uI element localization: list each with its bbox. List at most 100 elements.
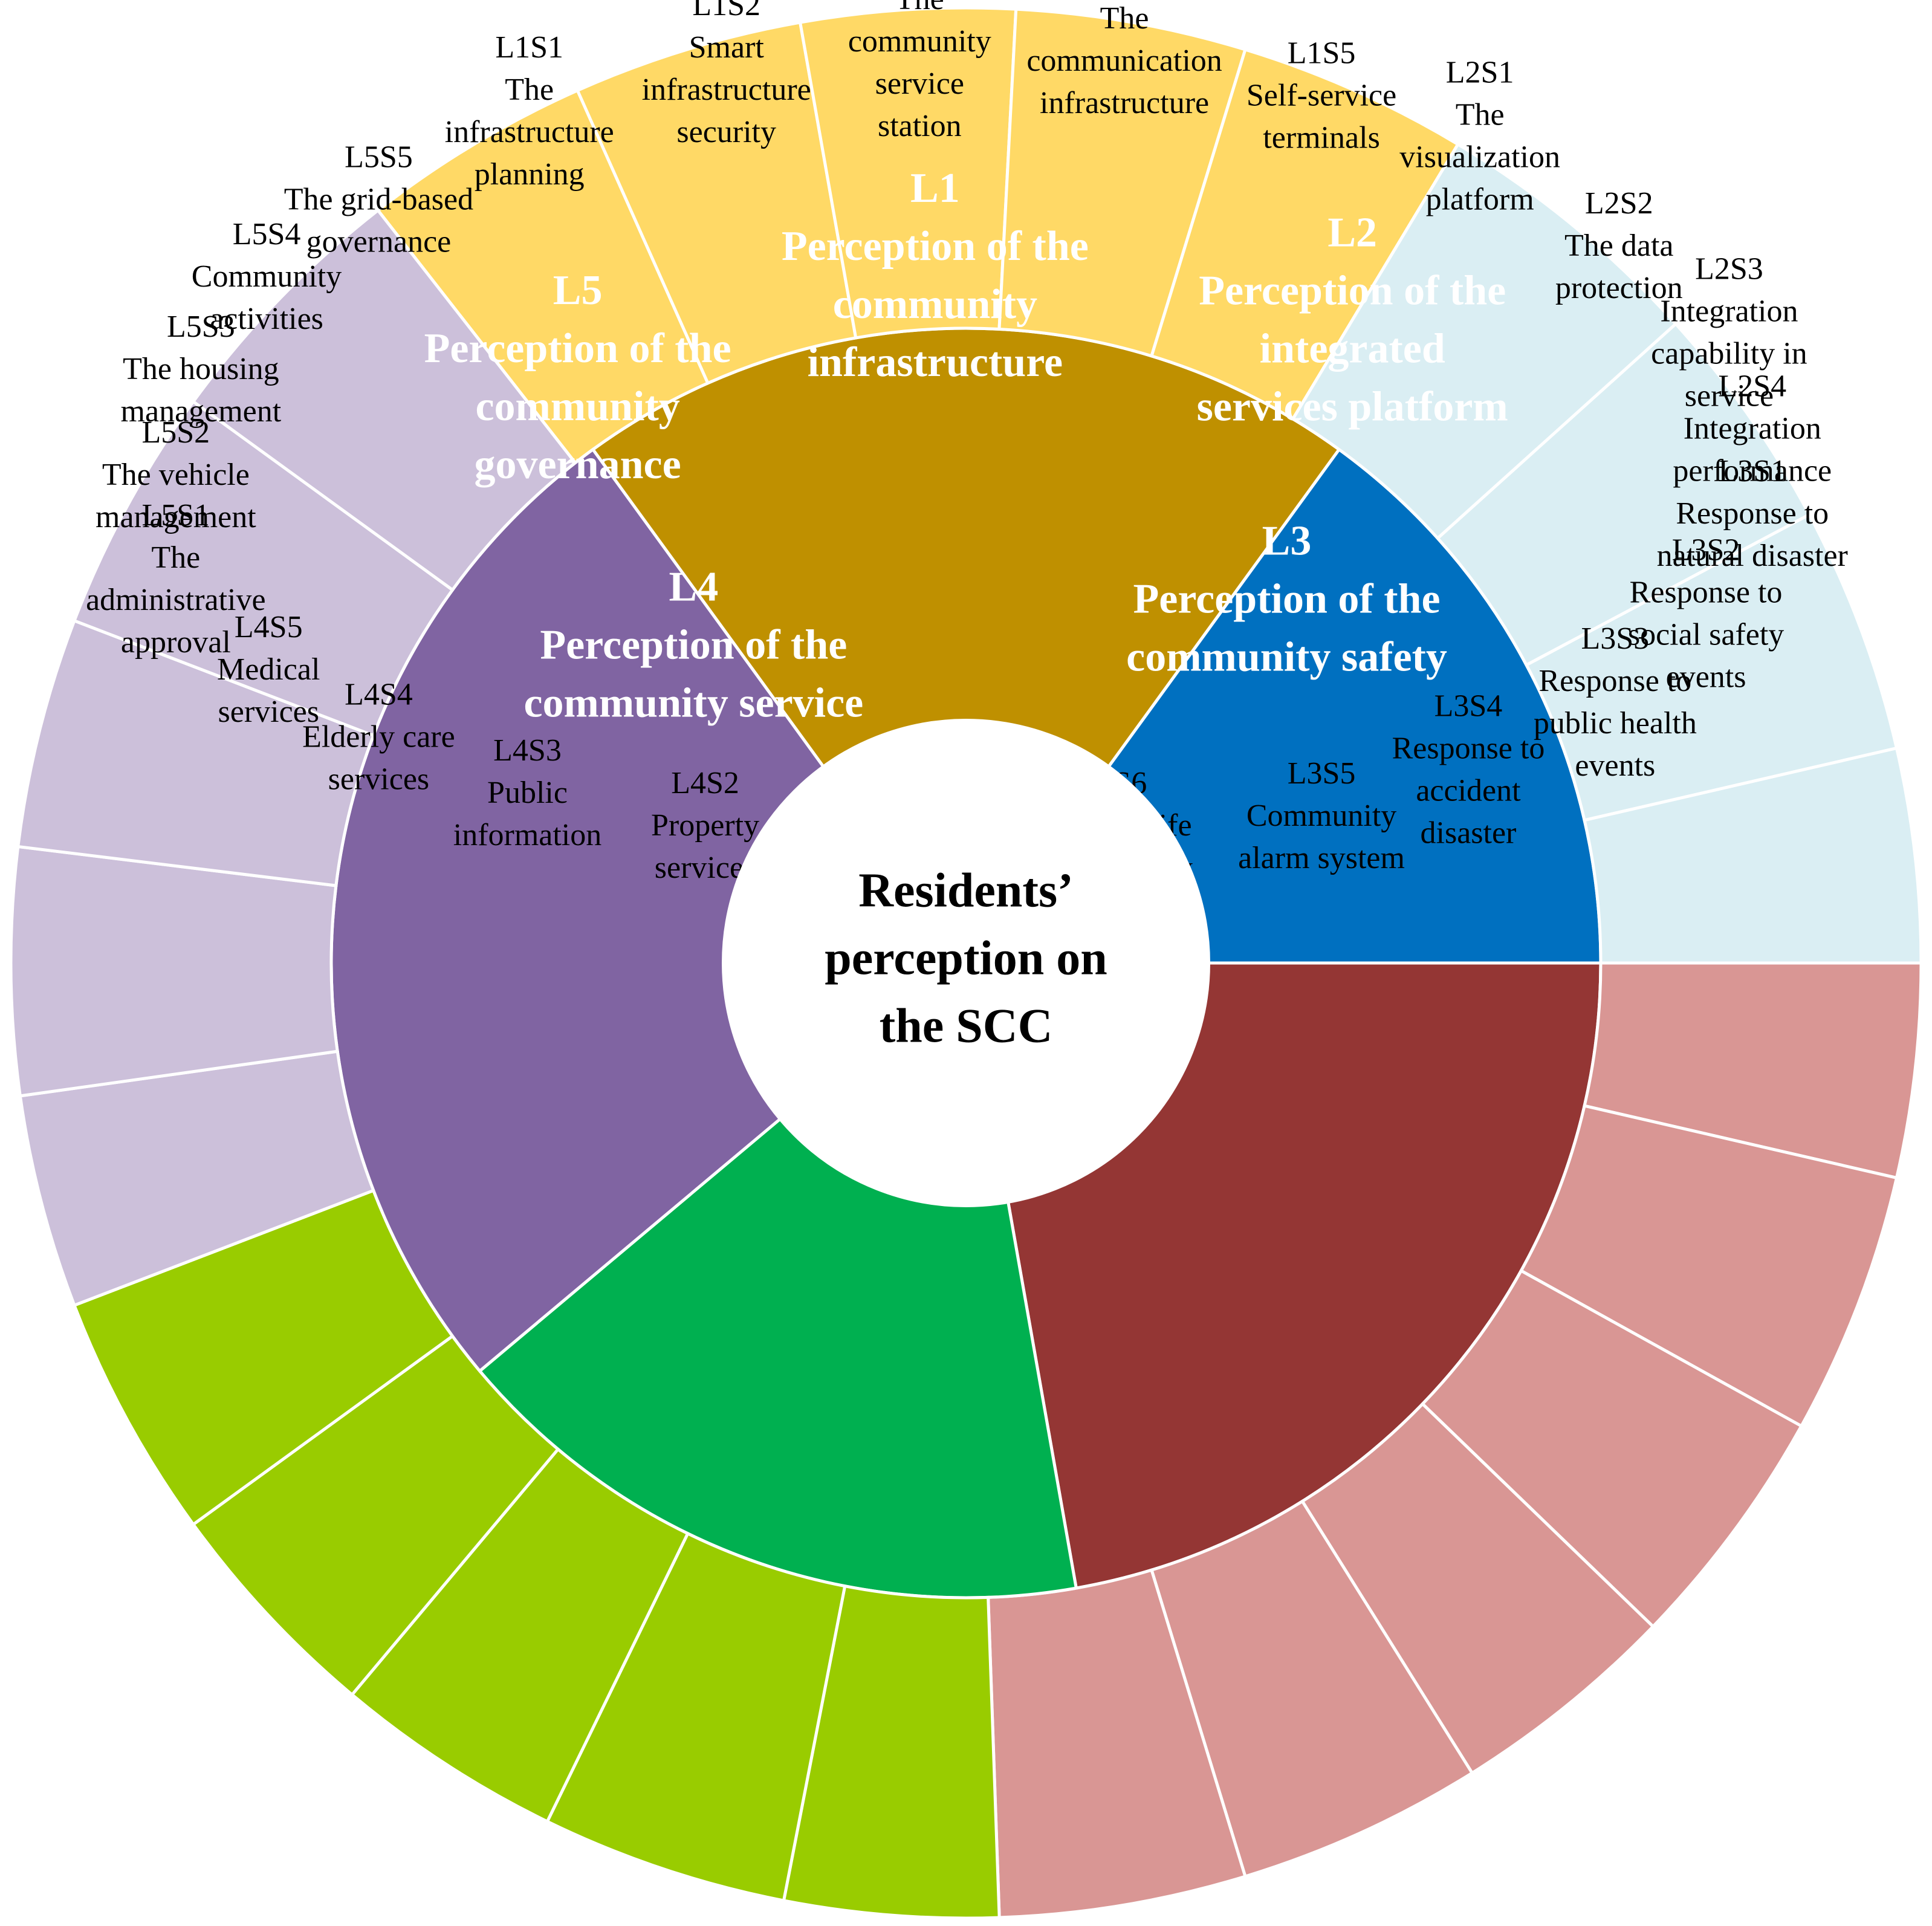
label-l1s3-line: station: [878, 109, 962, 143]
label-l4-line: L4: [669, 564, 719, 611]
label-l4s4-line: services: [328, 762, 429, 796]
label-l5-line: governance: [475, 441, 681, 488]
label-l2s2-line: L2S2: [1585, 186, 1653, 221]
label-l3s5-line: L3S5: [1288, 756, 1356, 791]
label-l2s3-line: capability in: [1651, 336, 1807, 371]
label-l5s3-line: L5S3: [167, 310, 235, 344]
label-l5s4-line: Community: [192, 259, 342, 294]
label-l1-line: Perception of the: [782, 223, 1089, 270]
sunburst-rings: [9, 6, 1923, 1920]
label-l5s2-line: management: [96, 500, 256, 534]
label-l3s1-line: natural disaster: [1657, 539, 1848, 573]
label-l3s2-line: Response to: [1630, 575, 1783, 609]
label-l4s4-line: Elderly care: [302, 719, 455, 754]
label-l5s2-line: The vehicle: [102, 458, 250, 492]
label-l1s1-line: planning: [475, 157, 585, 192]
label-l4-line: community service: [524, 680, 863, 727]
label-l3-line: L3: [1262, 517, 1312, 564]
label-l3s5-line: alarm system: [1238, 841, 1405, 875]
label-l5s1-line: administrative: [86, 583, 265, 617]
label-l5-line: community: [475, 383, 679, 430]
label-l3s1-line: Response to: [1676, 496, 1829, 531]
label-l3s5-line: Community: [1246, 799, 1396, 833]
label-l2s3-line: Integration: [1660, 294, 1798, 328]
label-l3s4-line: Response to: [1392, 731, 1545, 766]
center-label-line: Residents’: [858, 864, 1074, 917]
label-l5s5-line: The grid-based: [284, 182, 473, 216]
label-l4s3-line: Public: [487, 776, 568, 810]
label-l1s1-line: infrastructure: [445, 115, 614, 149]
label-l1-line: infrastructure: [808, 339, 1063, 386]
center-hub: [722, 719, 1210, 1207]
label-l5s2-line: L5S2: [141, 415, 210, 450]
segment-l5s2: [9, 845, 340, 1098]
label-l2s4-line: performance: [1673, 454, 1832, 488]
label-l1s4-line: infrastructure: [1040, 86, 1209, 120]
segment-l5s5: [191, 208, 578, 592]
label-l2s2-line: protection: [1555, 271, 1683, 305]
label-l3s2-line: events: [1666, 660, 1746, 694]
label-l1s4-line: The: [1100, 1, 1149, 36]
label-l5s3-line: management: [121, 394, 282, 429]
label-l1s4-line: communication: [1026, 44, 1222, 78]
label-l2s1-line: platform: [1426, 182, 1534, 216]
label-l4-line: Perception of the: [540, 622, 847, 669]
label-l2s3-line: service: [1685, 378, 1774, 413]
label-l4s2-line: Property: [651, 808, 759, 843]
label-l2s4-line: L2S4: [1718, 369, 1786, 404]
label-l1s2-line: Smart: [689, 30, 765, 65]
label-l3s3-line: Response to: [1538, 664, 1691, 698]
label-l2s1-line: L2S1: [1446, 55, 1514, 89]
label-l2s2-line: The data: [1564, 229, 1673, 263]
label-l4s4-line: L4S4: [345, 677, 413, 712]
label-l2-line: integrated: [1260, 325, 1445, 372]
label-l5s5-line: governance: [306, 224, 452, 259]
label-l5-line: Perception of the: [424, 325, 731, 372]
label-l3-line: Perception of the: [1133, 576, 1441, 622]
label-l3s3-line: public health: [1534, 706, 1697, 741]
label-l5s1-line: approval: [121, 625, 231, 660]
label-l1s3: L1S3Thecommunityservicestation: [848, 0, 991, 143]
center-label-line: perception on: [825, 932, 1107, 985]
label-l5s1-line: L5S1: [141, 498, 210, 533]
label-l3s3-line: events: [1575, 748, 1655, 783]
label-l1s3-line: The: [895, 0, 944, 16]
label-l3s3-line: L3S3: [1581, 621, 1650, 656]
label-l1s3-line: community: [848, 24, 991, 59]
center-label: Residents’ perception on the SCC: [825, 864, 1107, 1052]
label-l3s2-line: L3S2: [1672, 533, 1740, 567]
label-l1-line: L1: [910, 165, 960, 212]
label-l1s5-line: L1S5: [1288, 36, 1356, 70]
label-l3s4-line: accident: [1416, 774, 1521, 808]
label-l2s4-line: Integration: [1684, 412, 1821, 446]
label-l4s5-line: services: [218, 695, 319, 729]
label-l1s5-line: terminals: [1263, 120, 1380, 155]
label-l5s4-line: L5S4: [233, 217, 301, 251]
label-l2s1-line: The: [1456, 97, 1505, 132]
label-l3-line: community safety: [1126, 634, 1447, 680]
label-l5-line: L5: [553, 267, 603, 314]
label-l3s1-line: L3S1: [1718, 454, 1786, 488]
center-label-line: the SCC: [880, 999, 1053, 1052]
label-l2-line: Perception of the: [1199, 267, 1506, 314]
